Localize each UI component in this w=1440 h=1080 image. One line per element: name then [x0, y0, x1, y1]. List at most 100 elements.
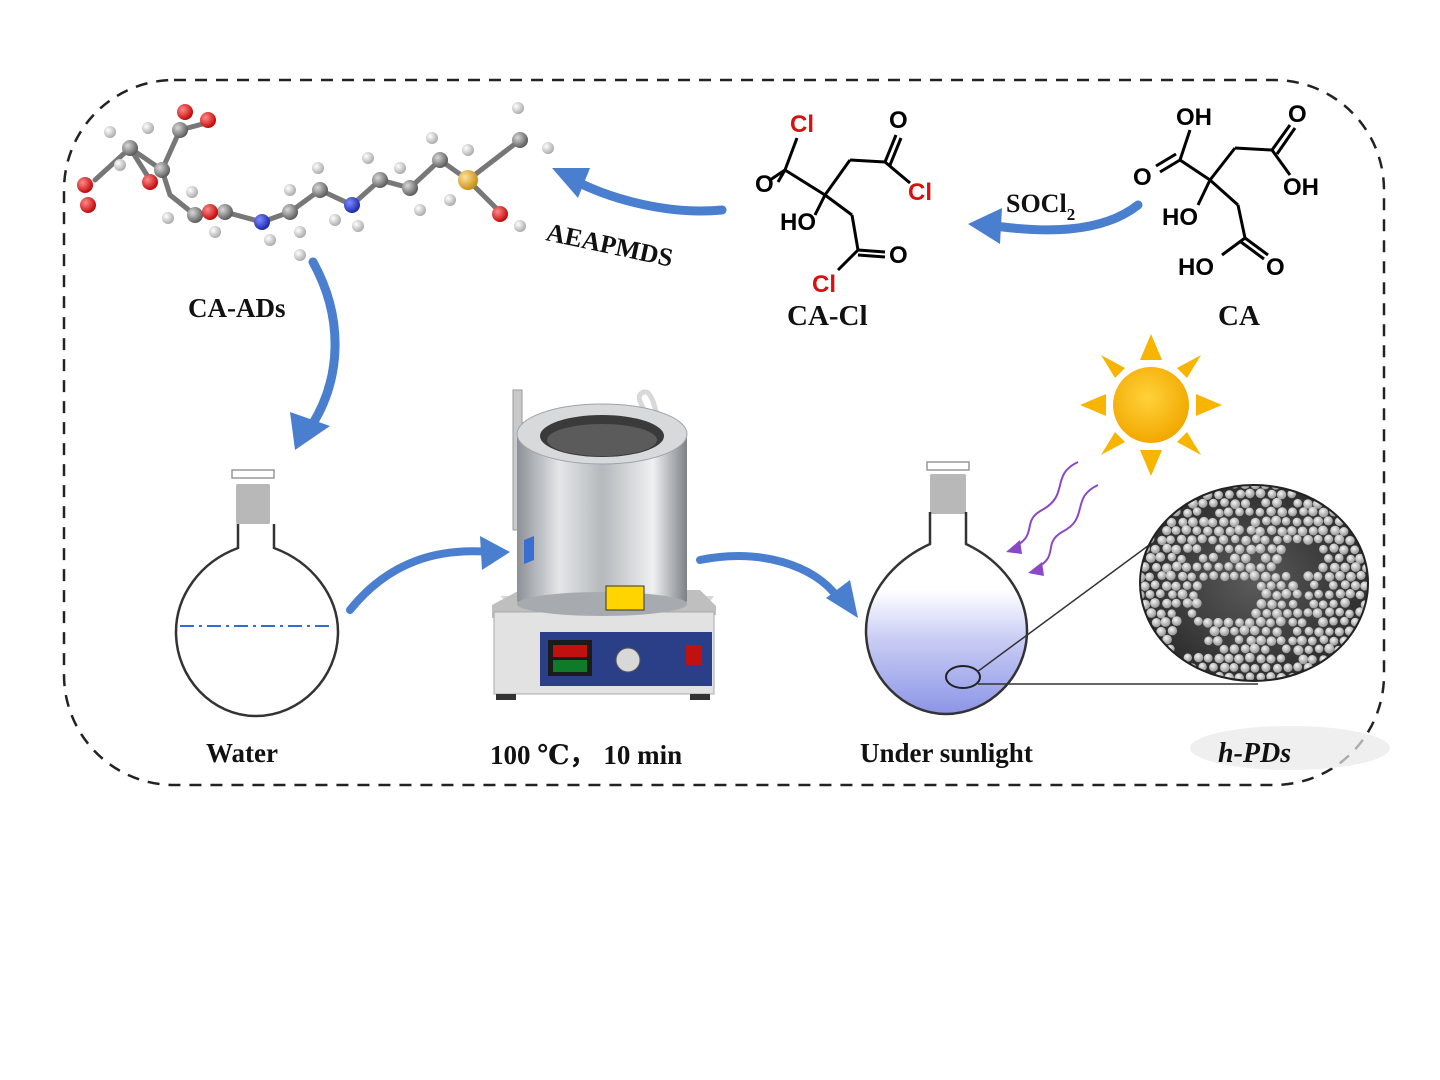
particle: [1334, 553, 1344, 563]
atom-ho: HO: [1162, 204, 1198, 231]
particle: [1191, 598, 1202, 609]
particle: [1324, 554, 1333, 563]
particle: [1223, 507, 1233, 517]
particle: [1172, 561, 1182, 572]
particle: [1281, 571, 1291, 581]
particle: [1255, 488, 1266, 499]
particle: [1203, 562, 1212, 571]
particle: [1209, 571, 1219, 580]
particle: [1155, 589, 1165, 599]
particle: [1183, 653, 1193, 662]
particle: [1177, 589, 1188, 600]
particle: [1165, 570, 1176, 581]
particle: [1214, 562, 1223, 572]
arrow-socl2: [990, 200, 1143, 235]
atom-o: O: [1288, 101, 1307, 128]
particle: [1155, 552, 1166, 562]
particle: [1355, 590, 1365, 600]
particle: [1304, 645, 1314, 654]
particle: [1345, 609, 1354, 619]
particle: [1297, 635, 1307, 646]
particle: [1260, 553, 1271, 563]
particle: [1208, 535, 1217, 545]
particle: [1267, 544, 1277, 554]
particle: [1276, 544, 1286, 555]
round-bottom-flask-icon: [174, 469, 340, 718]
particle: [1319, 635, 1329, 644]
particle: [1335, 571, 1345, 581]
particle: [1334, 627, 1344, 637]
particle: [1283, 609, 1292, 618]
particle: [1283, 663, 1293, 673]
particle: [1246, 525, 1256, 535]
particle: [1313, 516, 1324, 527]
atom-o: O: [889, 107, 908, 134]
particle: [1288, 599, 1298, 609]
particle: [1225, 526, 1235, 536]
particle: [1152, 562, 1161, 572]
ca-structure: [1155, 124, 1297, 261]
particle: [1244, 652, 1255, 663]
particle: [1249, 643, 1260, 654]
particle: [1329, 617, 1338, 626]
particle: [1234, 544, 1245, 555]
particle: [1288, 636, 1297, 646]
particle: [1293, 662, 1303, 672]
particle: [1240, 499, 1251, 509]
particle: [1231, 534, 1240, 544]
particle: [1308, 526, 1318, 536]
particle: [1167, 609, 1176, 618]
particle: [1203, 526, 1213, 536]
particle: [1167, 626, 1178, 636]
conditions-label: 100 ℃， 10 min: [490, 740, 682, 770]
particle: [1303, 516, 1314, 527]
particle: [1208, 552, 1218, 562]
atom-cl: Cl: [790, 111, 814, 138]
particle: [1145, 553, 1156, 563]
particle: [1260, 571, 1271, 582]
atom-ho: HO: [780, 209, 816, 236]
particle: [1330, 525, 1340, 536]
particle: [1272, 554, 1282, 564]
particle: [1187, 535, 1197, 545]
particle: [1151, 618, 1161, 628]
sun-icon: [1080, 334, 1222, 476]
particle: [1213, 636, 1223, 646]
particle: [1309, 580, 1319, 590]
particle: [1177, 534, 1187, 544]
particle: [1261, 626, 1271, 636]
tem-micrograph: [1139, 484, 1369, 682]
product-label: h-PDs: [1218, 738, 1291, 769]
atom-ho: HO: [1178, 254, 1214, 281]
particle: [1319, 544, 1328, 554]
particle: [1318, 562, 1328, 573]
particle: [1171, 544, 1181, 555]
particle: [1181, 525, 1192, 535]
particle: [1250, 485, 1261, 490]
particle: [1339, 545, 1349, 555]
particle: [1329, 636, 1339, 646]
particle: [1199, 572, 1208, 581]
socl2-label: SOCl2: [1006, 189, 1075, 224]
particle: [1304, 591, 1314, 600]
particle: [1281, 644, 1291, 654]
particle: [1273, 663, 1282, 673]
atom-o: O: [1133, 164, 1152, 191]
particle: [1244, 618, 1255, 628]
oil-bath-heater-icon: [492, 389, 716, 700]
particle: [1335, 589, 1346, 599]
particle: [1266, 581, 1276, 591]
particle: [1187, 572, 1196, 582]
particle: [1324, 643, 1335, 654]
particle: [1188, 517, 1198, 527]
particle: [1213, 617, 1223, 628]
particle: [1229, 553, 1240, 564]
particle: [1318, 617, 1328, 628]
ca-cl-label: CA-Cl: [787, 300, 868, 332]
particle: [1266, 636, 1277, 646]
particle: [1318, 600, 1328, 609]
particle: [1293, 645, 1304, 656]
sunlight-label: Under sunlight: [860, 738, 1033, 768]
particle: [1140, 581, 1150, 591]
particle: [1162, 634, 1172, 645]
